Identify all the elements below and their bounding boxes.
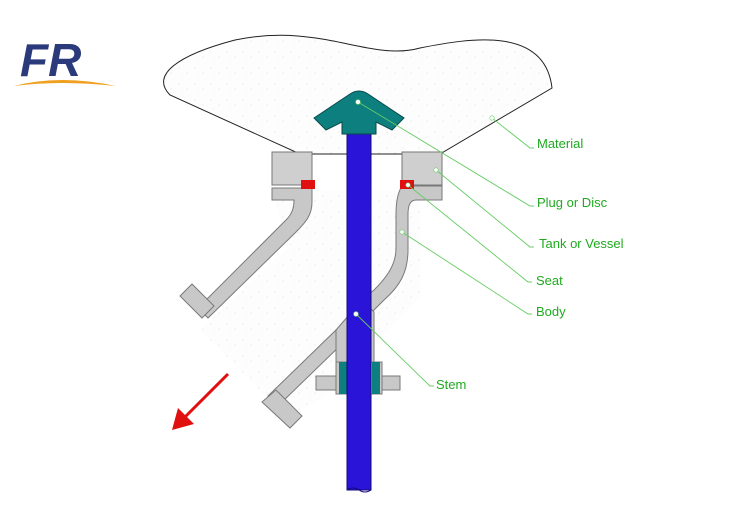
leader-body bbox=[401, 231, 532, 315]
plug-disc bbox=[313, 90, 405, 135]
leader-material bbox=[491, 117, 534, 149]
leader-stem bbox=[355, 313, 434, 387]
tank-wall-left bbox=[271, 151, 313, 186]
flow-direction-arrow bbox=[172, 372, 230, 430]
label-tank-or-vessel: Tank or Vessel bbox=[539, 236, 624, 251]
logo-lettering: FR bbox=[20, 34, 81, 86]
packing-right bbox=[372, 362, 380, 394]
label-stem: Stem bbox=[436, 377, 466, 392]
logo-swoosh bbox=[14, 80, 116, 86]
outlet-flange-lower bbox=[261, 389, 303, 429]
leader-tank bbox=[435, 169, 534, 248]
label-body: Body bbox=[536, 304, 566, 319]
outlet-flange-upper bbox=[179, 283, 215, 319]
packing-left bbox=[339, 362, 347, 394]
stem-break bbox=[346, 487, 372, 493]
leader-plug bbox=[357, 101, 534, 207]
stem bbox=[346, 111, 372, 491]
company-logo: FR bbox=[14, 34, 116, 86]
label-material: Material bbox=[537, 136, 583, 151]
seat-left bbox=[301, 180, 315, 189]
body-right-wall bbox=[361, 185, 443, 313]
label-seat: Seat bbox=[536, 273, 563, 288]
leader-lines bbox=[355, 101, 534, 387]
label-plug-or-disc: Plug or Disc bbox=[537, 195, 608, 210]
leader-dots bbox=[353, 99, 495, 317]
leader-seat bbox=[407, 184, 532, 283]
